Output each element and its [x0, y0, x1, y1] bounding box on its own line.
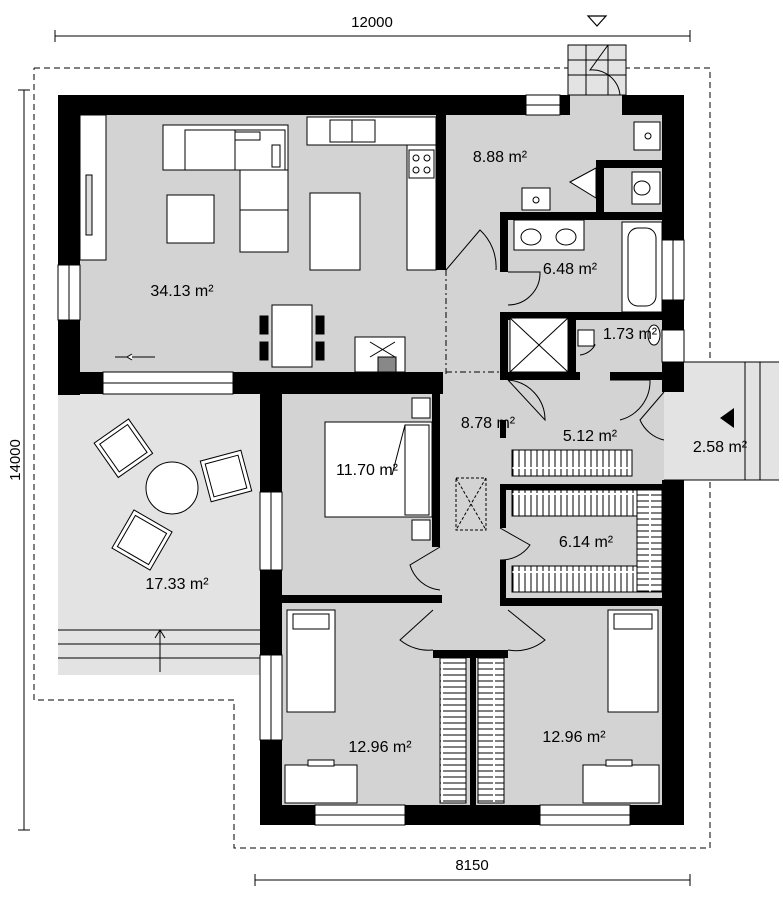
- sofa-arm: [239, 169, 289, 253]
- terrace-steps: [58, 629, 262, 672]
- room-area-bedroom-right: 12.96 m²: [542, 729, 606, 746]
- washbasin: [633, 121, 661, 151]
- tv-cabinet: [79, 114, 107, 261]
- desk-left: [284, 764, 358, 804]
- entry-triangle-icon: [586, 15, 608, 27]
- dining-table: [271, 304, 313, 368]
- room-labels: 34.13 m² 8.88 m² 6.48 m² 1.73 m² 8.78 m²…: [145, 149, 747, 756]
- room-area-bedroom-master: 11.70 m²: [336, 462, 399, 479]
- coffee-table: [166, 194, 215, 244]
- room-area-hall-entry: 8.88 m²: [473, 149, 528, 166]
- room-area-hallway: 8.78 m²: [461, 415, 516, 432]
- walls: [58, 95, 684, 825]
- room-area-wc: 1.73 m²: [603, 326, 658, 343]
- bedroom-furniture: [284, 397, 660, 804]
- sofa-seat: [184, 129, 236, 171]
- nightstand: [411, 397, 431, 419]
- toilet-tank: [568, 167, 597, 199]
- pillow: [271, 144, 281, 168]
- dimension-left: 14000: [7, 439, 24, 481]
- room-area-terrace: 17.33 m²: [145, 576, 209, 593]
- stove: [408, 149, 435, 179]
- entry-arrow-icon: [720, 408, 734, 428]
- terrace-furniture: [93, 418, 253, 571]
- pillow: [234, 131, 261, 141]
- wc-toilet: [577, 329, 595, 347]
- dimension-lines: [18, 30, 691, 886]
- attic-hatch: [455, 477, 487, 531]
- room-area-bedroom-left: 12.96 m²: [348, 739, 412, 756]
- island: [309, 192, 361, 271]
- roof-outline: [33, 67, 711, 849]
- door-swings: [399, 44, 665, 652]
- closets: [439, 449, 663, 804]
- room-area-closet-1: 5.12 m²: [563, 428, 618, 445]
- room-area-porch: 2.58 m²: [693, 439, 748, 456]
- room-area-living: 34.13 m²: [150, 283, 214, 300]
- nightstand: [411, 519, 431, 541]
- terrace-table: [145, 461, 199, 515]
- room-area-closet-2: 6.14 m²: [559, 534, 614, 551]
- dimension-top: 12000: [351, 14, 393, 31]
- dimension-bottom: 8150: [455, 857, 488, 874]
- desk-right: [582, 764, 660, 804]
- bath-fixtures: [509, 121, 663, 373]
- windows: [57, 94, 685, 826]
- living-furniture: [79, 114, 437, 373]
- room-area-bathroom: 6.48 m²: [543, 261, 598, 278]
- tv: [85, 174, 93, 236]
